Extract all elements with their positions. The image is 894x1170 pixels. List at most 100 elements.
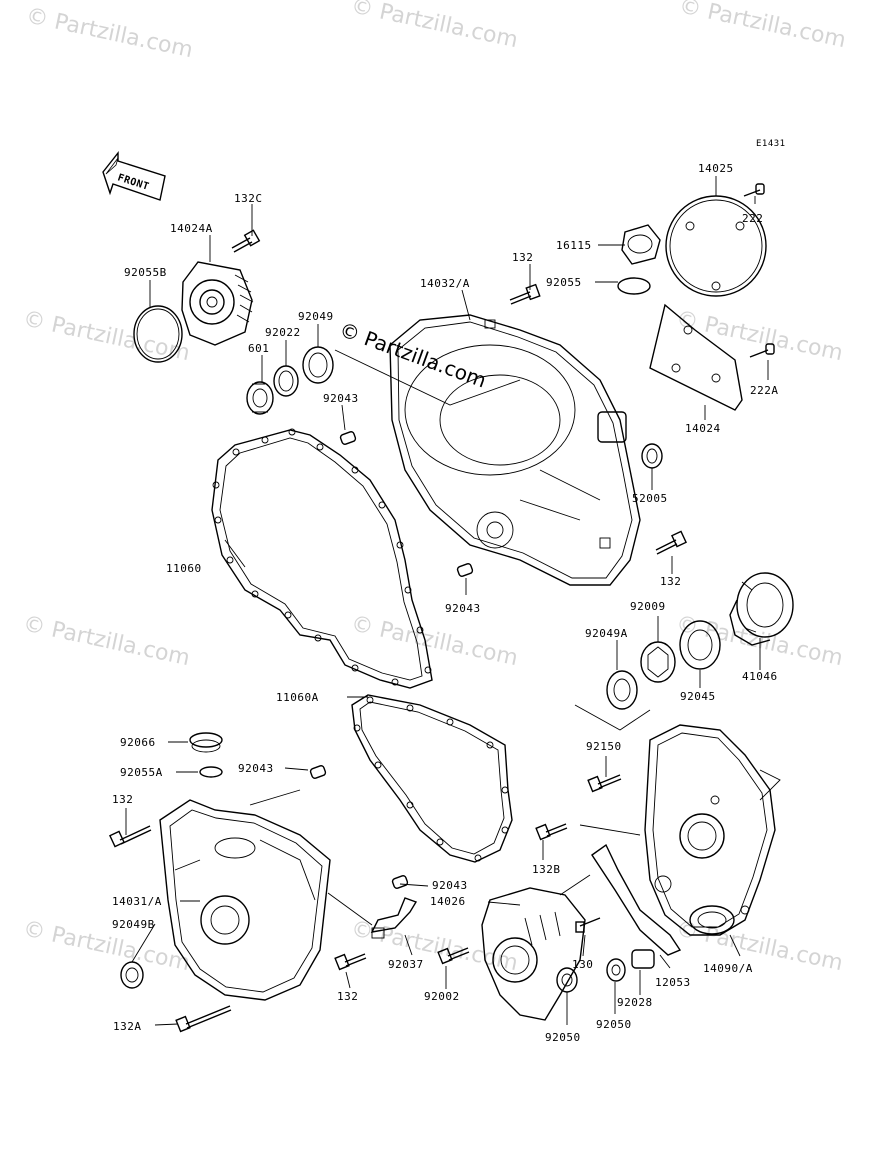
clutch-cover-14032a[interactable] <box>389 314 641 586</box>
bolt-132-right[interactable] <box>655 530 687 555</box>
watermark: © Partzilla.com <box>21 611 192 671</box>
label-132-bottom[interactable]: 132 <box>337 990 358 1003</box>
label-92028[interactable]: 92028 <box>617 996 653 1009</box>
front-arrow-icon: FRONT <box>102 150 166 201</box>
label-14031a[interactable]: 14031/A <box>112 895 162 908</box>
label-14024[interactable]: 14024 <box>685 422 721 435</box>
bolt-92150[interactable] <box>587 774 622 793</box>
label-14032a[interactable]: 14032/A <box>420 277 470 290</box>
dowel-92043-upper[interactable] <box>339 431 357 445</box>
label-92066[interactable]: 92066 <box>120 736 156 749</box>
watermarks: © Partzilla.com © Partzilla.com © Partzi… <box>21 0 848 976</box>
label-92043-middle[interactable]: 92043 <box>445 602 481 615</box>
leader-lines <box>125 176 781 1026</box>
center-watermark: © Partzilla.com <box>336 317 489 392</box>
o-ring-92055a[interactable] <box>199 766 223 778</box>
label-222a[interactable]: 222A <box>750 384 779 397</box>
label-11060[interactable]: 11060 <box>166 562 202 575</box>
label-92049a[interactable]: 92049A <box>585 627 628 640</box>
collar-92050-a[interactable] <box>556 967 578 993</box>
label-14025[interactable]: 14025 <box>698 162 734 175</box>
label-132-top[interactable]: 132 <box>512 251 533 264</box>
label-92002[interactable]: 92002 <box>424 990 460 1003</box>
label-92055a[interactable]: 92055A <box>120 766 163 779</box>
bolt-130[interactable] <box>575 917 601 933</box>
screw-222[interactable] <box>743 183 765 197</box>
dowel-92043-middle[interactable] <box>456 563 474 577</box>
label-92045[interactable]: 92045 <box>680 690 716 703</box>
label-12053[interactable]: 12053 <box>655 976 691 989</box>
gasket-11060a-bolt-holes <box>353 696 509 862</box>
label-132b[interactable]: 132B <box>532 863 561 876</box>
bolt-132a[interactable] <box>175 1005 232 1033</box>
label-92055[interactable]: 92055 <box>546 276 582 289</box>
washer-92009[interactable] <box>640 641 676 683</box>
label-92009[interactable]: 92009 <box>630 600 666 613</box>
o-ring-92055[interactable] <box>617 277 651 295</box>
bracket-92037[interactable] <box>370 897 418 939</box>
label-92150[interactable]: 92150 <box>586 740 622 753</box>
dowel-92043-lower-a[interactable] <box>309 765 327 779</box>
label-92050-a[interactable]: 92050 <box>545 1031 581 1044</box>
label-132c[interactable]: 132C <box>234 192 263 205</box>
bolt-132-bottom[interactable] <box>334 953 367 971</box>
collar-92028[interactable] <box>631 949 655 969</box>
label-92055b[interactable]: 92055B <box>124 266 167 279</box>
label-16115[interactable]: 16115 <box>556 239 592 252</box>
label-52005[interactable]: 52005 <box>632 492 668 505</box>
watermark: © Partzilla.com <box>674 306 845 366</box>
collar-92050-b[interactable] <box>606 958 626 982</box>
bolt-132b[interactable] <box>535 823 568 841</box>
cover-plate-14024[interactable] <box>649 303 743 411</box>
label-41046[interactable]: 41046 <box>742 670 778 683</box>
watermark: © Partzilla.com <box>349 611 520 671</box>
bolt-132c[interactable] <box>231 229 261 253</box>
label-92043-lower-a[interactable]: 92043 <box>238 762 274 775</box>
generator-cover-14031a[interactable] <box>159 799 331 1001</box>
bolt-132-left[interactable] <box>109 825 152 848</box>
label-601[interactable]: 601 <box>248 342 269 355</box>
bolt-132-top[interactable] <box>509 283 541 305</box>
seal-92049[interactable] <box>302 346 334 384</box>
label-14026[interactable]: 14026 <box>430 895 466 908</box>
label-11060a[interactable]: 11060A <box>276 691 319 704</box>
watermark: © Partzilla.com <box>674 916 845 976</box>
housing-41046[interactable] <box>729 572 794 646</box>
washer-92022[interactable] <box>273 365 299 397</box>
label-92049[interactable]: 92049 <box>298 310 334 323</box>
label-14090a[interactable]: 14090/A <box>703 962 753 975</box>
gasket-11060a[interactable] <box>351 694 513 863</box>
screw-222a[interactable] <box>749 343 775 358</box>
part-14024a-cover[interactable] <box>181 261 254 346</box>
sprocket-cover-14026[interactable] <box>481 887 586 1021</box>
seal-52005[interactable] <box>641 443 663 469</box>
label-132-left[interactable]: 132 <box>112 793 133 806</box>
diagram-code: E1431 <box>756 139 786 149</box>
label-92043-upper[interactable]: 92043 <box>323 392 359 405</box>
bolt-92002[interactable] <box>437 947 470 965</box>
cover-14090a[interactable] <box>644 724 776 936</box>
cap-92066[interactable] <box>189 732 223 753</box>
label-132-right[interactable]: 132 <box>660 575 681 588</box>
label-92022[interactable]: 92022 <box>265 326 301 339</box>
label-222[interactable]: 222 <box>742 212 763 225</box>
label-14024a[interactable]: 14024A <box>170 222 213 235</box>
o-ring-92055b[interactable] <box>133 305 183 363</box>
label-92050-b[interactable]: 92050 <box>596 1018 632 1031</box>
watermark: © Partzilla.com <box>349 0 520 53</box>
label-130[interactable]: 130 <box>572 958 593 971</box>
label-132a[interactable]: 132A <box>113 1020 142 1033</box>
bearing-601[interactable] <box>246 381 274 415</box>
bearing-92045[interactable] <box>679 620 721 670</box>
gasket-11060[interactable] <box>211 428 433 689</box>
label-92049b[interactable]: 92049B <box>112 918 155 931</box>
cover-14025[interactable] <box>665 195 767 297</box>
dowel-92043-lower-b[interactable] <box>391 875 409 889</box>
label-92037[interactable]: 92037 <box>388 958 424 971</box>
seal-92049a[interactable] <box>606 670 638 710</box>
seal-92049b[interactable] <box>120 961 144 989</box>
chain-guide-12053[interactable] <box>591 843 682 956</box>
label-92043-lower-b[interactable]: 92043 <box>432 879 468 892</box>
oil-filler-cap-16115[interactable] <box>621 224 661 265</box>
